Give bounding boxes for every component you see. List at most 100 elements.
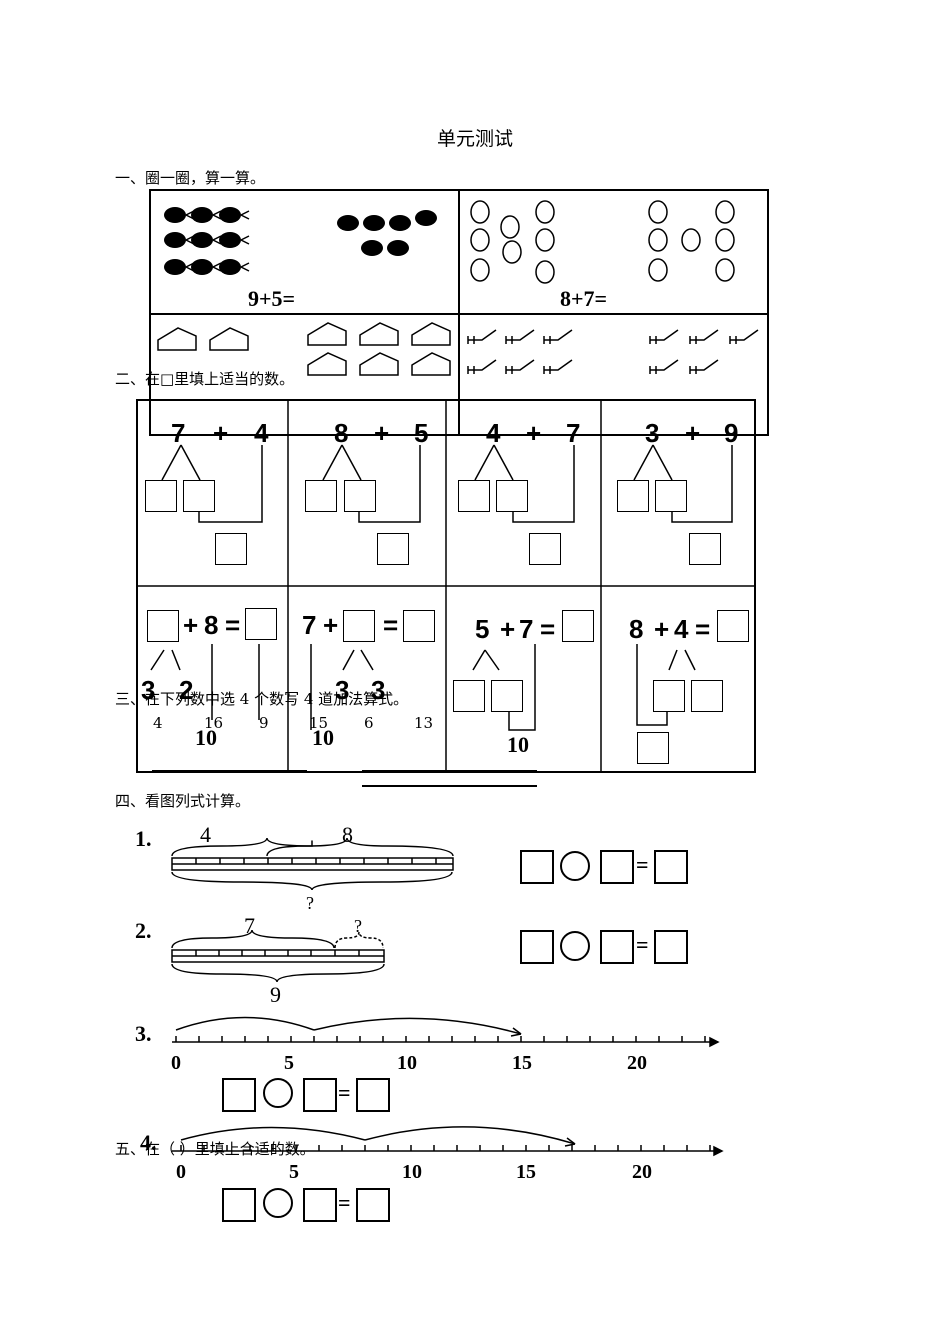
fork-icon [467, 329, 759, 374]
answer-box[interactable] [600, 850, 634, 884]
section-4-heading: 四、看图列式计算。 [115, 792, 251, 810]
answer-box[interactable] [637, 732, 669, 764]
cell6-op: + [323, 610, 339, 640]
answer-box[interactable] [222, 1078, 256, 1112]
answer-box[interactable] [691, 680, 723, 712]
cell7-ten: 10 [507, 732, 529, 757]
cell3-b: 7 [566, 418, 581, 448]
answer-box[interactable] [655, 480, 687, 512]
answer-box[interactable] [458, 480, 490, 512]
answer-box[interactable] [377, 533, 409, 565]
cell7-op: + [500, 614, 516, 644]
answer-box[interactable] [689, 533, 721, 565]
cell4-a: 3 [645, 418, 660, 448]
cell8-a: 8 [629, 614, 644, 644]
answer-box[interactable] [617, 480, 649, 512]
answer-box[interactable] [356, 1188, 390, 1222]
equation-8-plus-7: 8+7= [560, 286, 608, 311]
answer-box[interactable] [183, 480, 215, 512]
answer-box[interactable] [403, 610, 435, 642]
cell6-a: 7 [302, 610, 317, 640]
answer-box[interactable] [356, 1078, 390, 1112]
problem-1-left-value: 4 [200, 822, 211, 847]
cell7-a: 5 [475, 614, 490, 644]
answer-box[interactable] [496, 480, 528, 512]
cell3-a: 4 [486, 418, 501, 448]
answer-box[interactable] [654, 930, 688, 964]
section-5-heading: 五、在（ ）里填上合适的数。 [115, 1140, 315, 1158]
problem-2-left-value: 7 [244, 913, 255, 938]
answer-box[interactable] [562, 610, 594, 642]
problem-3-label: 3. [135, 1021, 152, 1046]
answer-box[interactable] [245, 608, 277, 640]
melon-seed-icon [470, 200, 735, 284]
tick-label: 10 [397, 1052, 417, 1074]
problem-2-label: 2. [135, 918, 152, 943]
cell1-a: 7 [171, 418, 186, 448]
cell1-b: 4 [254, 418, 269, 448]
answer-box[interactable] [343, 610, 375, 642]
answer-box[interactable] [303, 1078, 337, 1112]
answer-box[interactable] [453, 680, 485, 712]
cell8-eq: = [695, 614, 711, 644]
cell4-b: 9 [724, 418, 739, 448]
cell5-split-b: 2 [179, 675, 194, 705]
cell8-op: + [654, 614, 670, 644]
answer-box[interactable] [303, 1188, 337, 1222]
tick-label: 15 [512, 1052, 532, 1074]
section-1-grid: 9+5= 8+7= [149, 189, 770, 436]
answer-box[interactable] [654, 850, 688, 884]
section-2-grid-lines [136, 399, 756, 773]
number-option: 15 [309, 714, 329, 732]
answer-box[interactable] [222, 1188, 256, 1222]
answer-box[interactable] [520, 850, 554, 884]
answer-box[interactable] [653, 680, 685, 712]
tick-label: 20 [627, 1052, 647, 1074]
cell5-op: + [183, 610, 199, 640]
problem-2-question: ? [354, 916, 362, 936]
tick-label: 10 [402, 1161, 422, 1183]
answer-line[interactable] [362, 785, 537, 787]
cell5-split-a: 3 [141, 675, 156, 705]
equals-sign: = [636, 852, 649, 877]
tick-label: 15 [516, 1161, 536, 1183]
equals-sign: = [338, 1080, 351, 1105]
number-option: 13 [414, 714, 434, 732]
answer-line[interactable] [362, 770, 537, 772]
cell3-op: + [526, 418, 542, 448]
problem-2-total: 9 [270, 982, 281, 1007]
cell5-b: 8 [204, 610, 219, 640]
number-option: 4 [153, 714, 163, 732]
answer-box[interactable] [491, 680, 523, 712]
answer-box[interactable] [600, 930, 634, 964]
answer-box[interactable] [215, 533, 247, 565]
cake-icon [157, 322, 451, 376]
tick-label: 5 [289, 1161, 299, 1183]
cell2-b: 5 [414, 418, 429, 448]
answer-box[interactable] [145, 480, 177, 512]
cell7-b: 7 [519, 614, 534, 644]
answer-box[interactable] [529, 533, 561, 565]
cell2-a: 8 [334, 418, 349, 448]
problem-4-label: 4. [140, 1130, 157, 1155]
number-option: 9 [259, 714, 269, 732]
answer-box[interactable] [717, 610, 749, 642]
answer-box[interactable] [147, 610, 179, 642]
cell7-eq: = [540, 614, 556, 644]
cell1-op: + [213, 418, 229, 448]
answer-box[interactable] [520, 930, 554, 964]
problem-1-question: ? [306, 893, 314, 913]
section-2-heading: 二、在□里填上适当的数。 [115, 370, 295, 388]
equation-9-plus-5: 9+5= [248, 286, 296, 311]
answer-box[interactable] [344, 480, 376, 512]
answer-box[interactable] [305, 480, 337, 512]
answer-line[interactable] [152, 770, 307, 772]
